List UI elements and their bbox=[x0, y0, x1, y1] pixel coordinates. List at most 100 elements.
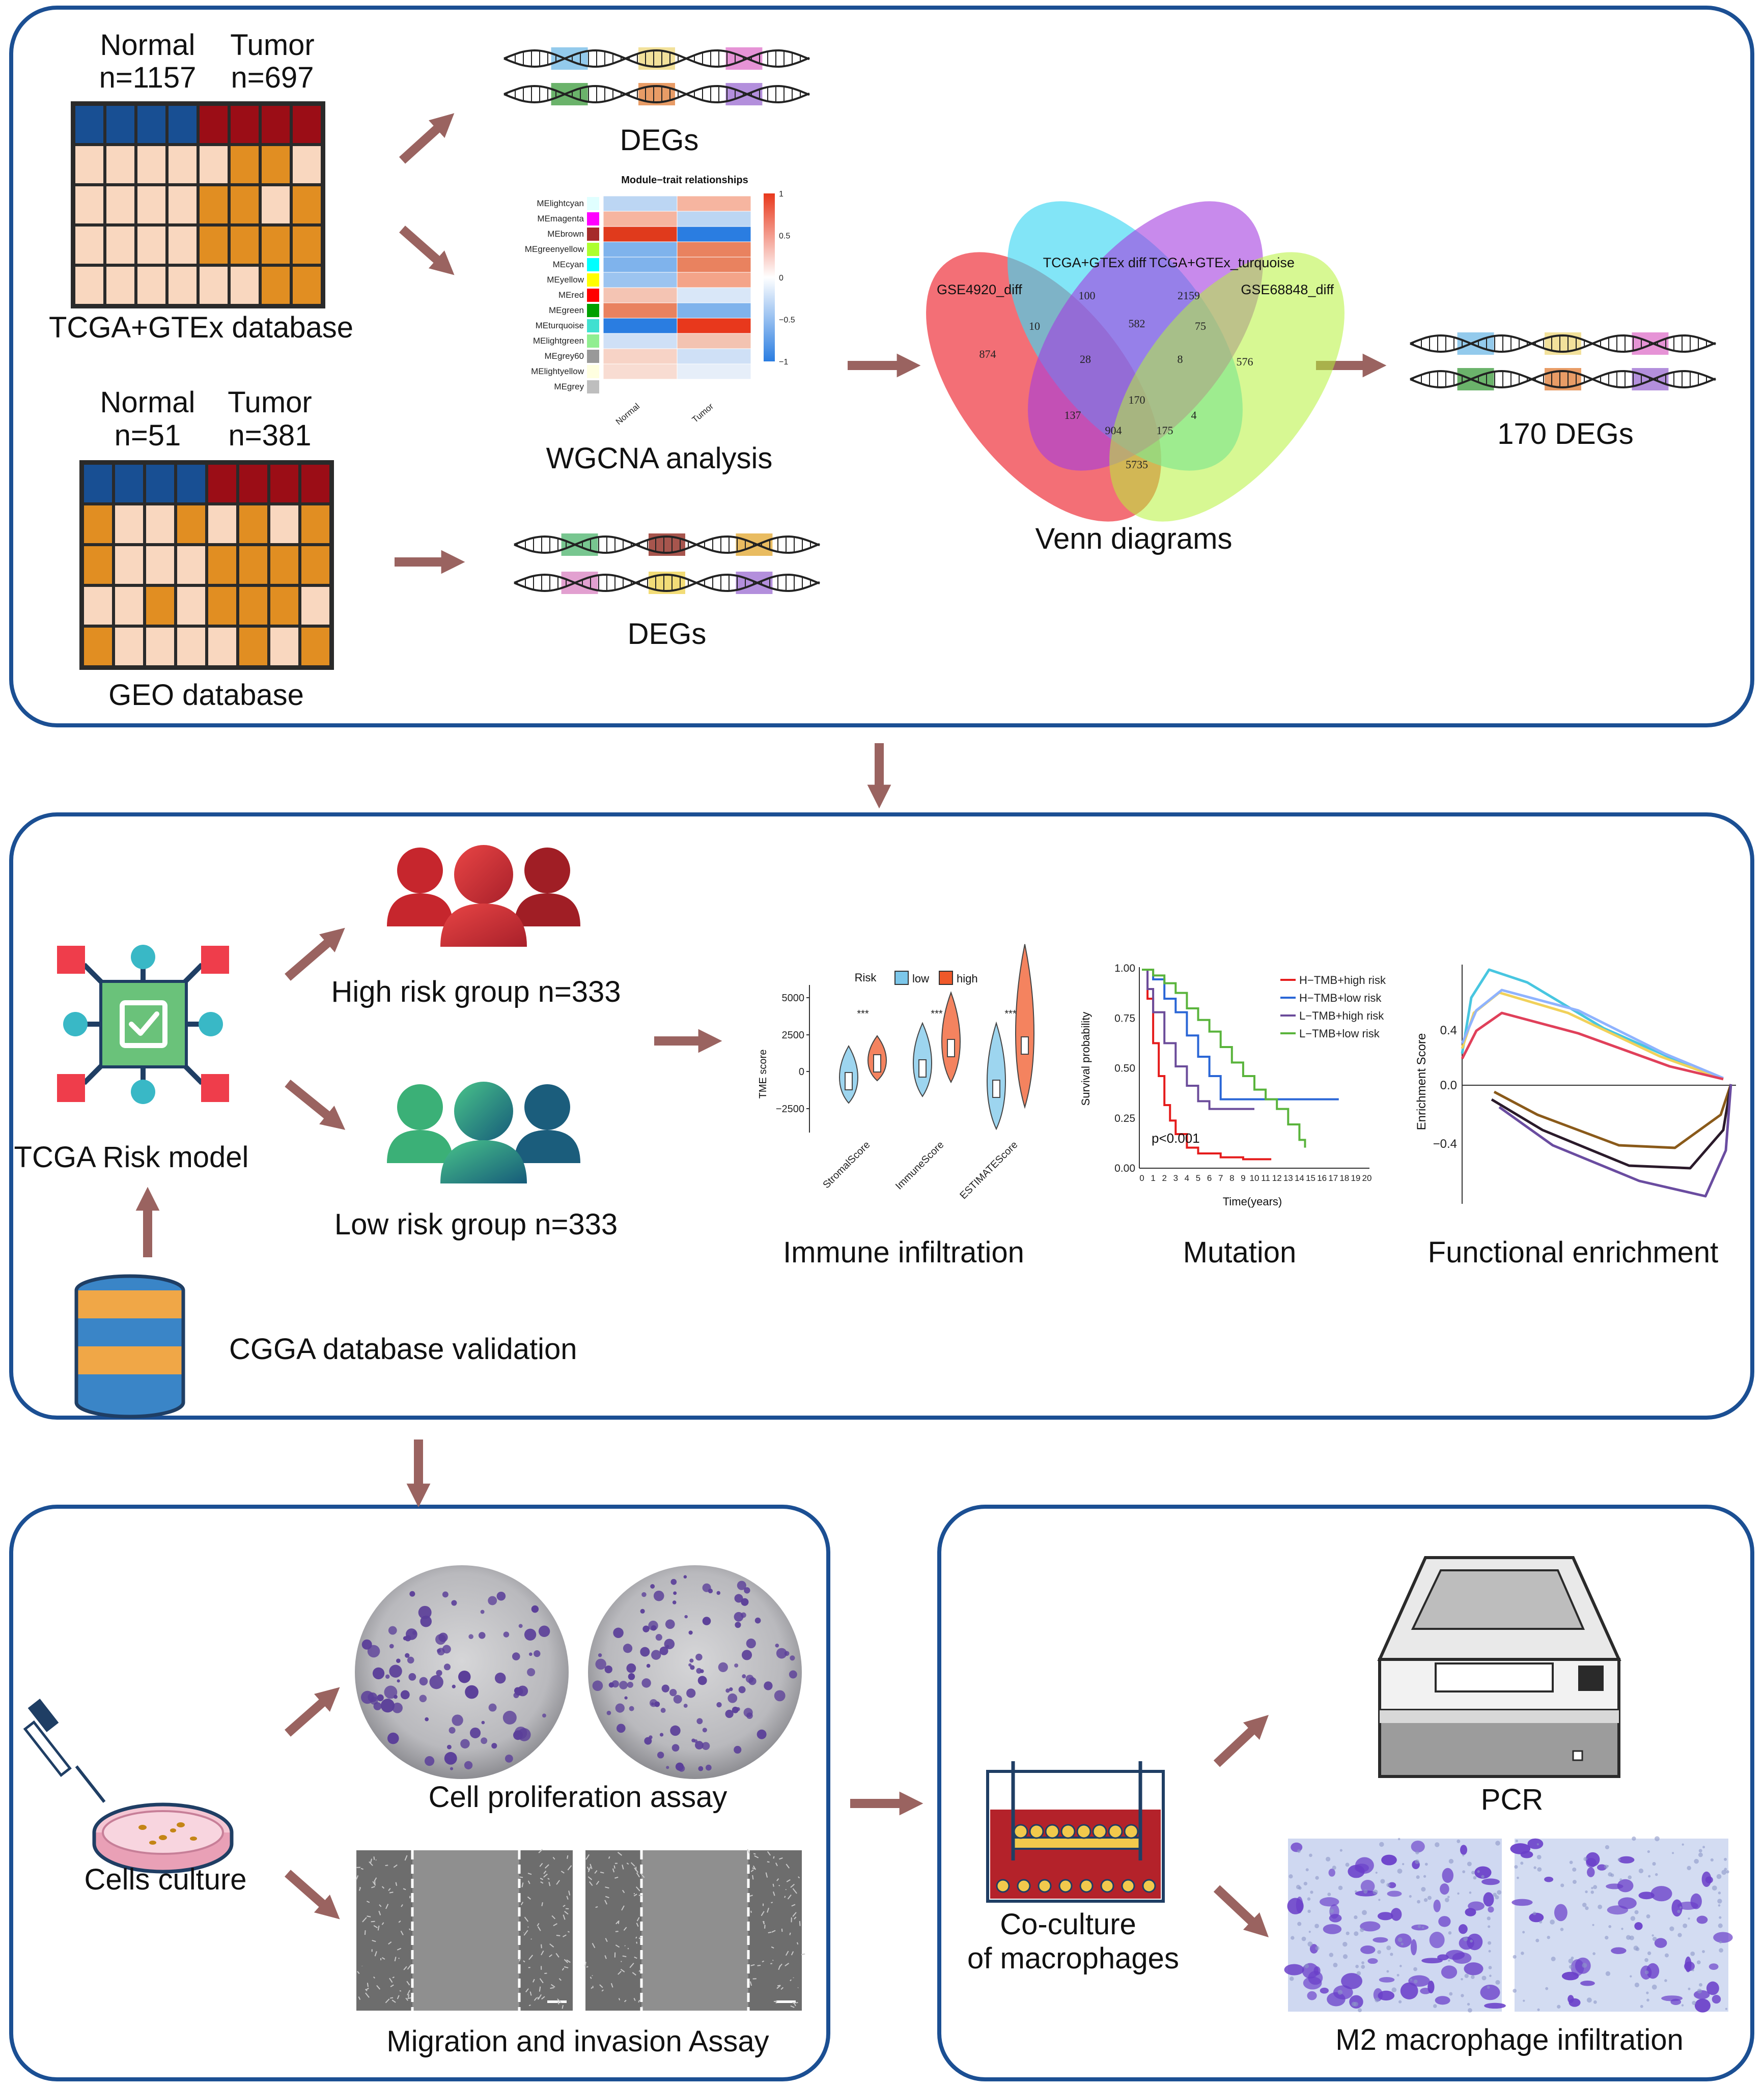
colony-dot bbox=[615, 1703, 625, 1713]
m2-membrane-pore bbox=[1289, 1874, 1293, 1879]
colony-dot bbox=[512, 1652, 520, 1660]
migration-cell-streak bbox=[548, 1882, 551, 1886]
m2-membrane-pore bbox=[1375, 1997, 1380, 2002]
venn-count: 75 bbox=[1195, 320, 1206, 332]
migration-cell-streak bbox=[590, 1977, 592, 1979]
migration-cell-streak bbox=[586, 1867, 590, 1871]
migration-cell-streak bbox=[638, 1999, 640, 2003]
dna-gene-segment bbox=[1632, 332, 1669, 355]
colony-dot bbox=[437, 1649, 441, 1653]
migration-cell-streak bbox=[377, 1925, 380, 1931]
migration-cell-streak bbox=[394, 1957, 397, 1962]
m2-membrane-pore bbox=[1698, 1852, 1703, 1857]
venn-count: 137 bbox=[1065, 409, 1081, 421]
wgcna-legend-tick: 0.5 bbox=[779, 232, 790, 241]
colony-dot bbox=[496, 1591, 506, 1601]
m2-membrane-pore bbox=[1697, 1988, 1702, 1994]
matrix-cell bbox=[270, 465, 298, 502]
m2-stained-cell bbox=[1607, 1905, 1629, 1915]
colony-dot bbox=[660, 1708, 666, 1713]
migration-cell-streak bbox=[776, 1985, 781, 1989]
matrix-cell bbox=[270, 546, 298, 584]
m2-membrane-pore bbox=[1495, 1841, 1500, 1846]
colony-dot bbox=[470, 1727, 481, 1738]
m2-membrane-pore bbox=[1391, 1987, 1397, 1993]
matrix-cell bbox=[208, 546, 236, 584]
colony-dot bbox=[683, 1575, 687, 1579]
m2-stained-cell bbox=[1307, 1991, 1317, 2000]
migration-cell-streak bbox=[391, 1999, 396, 2003]
migration-cell-streak bbox=[528, 1955, 534, 1960]
m2-membrane-pore bbox=[1632, 1836, 1636, 1841]
matrix-cell bbox=[146, 465, 174, 502]
m2-stained-cell bbox=[1561, 1971, 1579, 1981]
matrix-cell bbox=[177, 505, 205, 543]
tcga-expression-matrix bbox=[71, 101, 325, 308]
matrix-cell bbox=[169, 146, 197, 183]
m2-stained-cell bbox=[1377, 1912, 1393, 1921]
matrix-cell bbox=[231, 227, 259, 264]
migration-cell-streak bbox=[538, 1849, 543, 1853]
migration-cell-streak bbox=[534, 1997, 538, 2001]
m2-membrane-pore bbox=[1694, 1858, 1699, 1864]
wgcna-cell bbox=[677, 363, 751, 380]
colony-dot bbox=[409, 1591, 415, 1597]
m2-membrane-pore bbox=[1640, 2005, 1643, 2008]
enrichment-caption: Functional enrichment bbox=[1428, 1236, 1719, 1269]
matrix-cell bbox=[137, 186, 165, 223]
migration-cell-streak bbox=[376, 1985, 381, 1990]
migration-image-1 bbox=[356, 1850, 573, 2011]
dna-strand bbox=[1410, 334, 1716, 353]
m2-membrane-pore bbox=[1310, 1891, 1313, 1894]
m2-stained-cell bbox=[1654, 1938, 1667, 1948]
migration-cell-streak bbox=[617, 1852, 622, 1856]
migration-cell-streak bbox=[621, 1905, 625, 1911]
m2-stained-cell bbox=[1483, 1892, 1494, 1907]
degs-top-label: DEGs bbox=[620, 124, 699, 157]
migration-cell-streak bbox=[539, 1978, 544, 1984]
m2-stained-cell bbox=[1587, 1867, 1595, 1877]
m2-membrane-pore bbox=[1545, 1987, 1549, 1990]
colony-dot bbox=[361, 1639, 372, 1650]
migration-cell-streak bbox=[561, 1871, 565, 1874]
m2-membrane-pore bbox=[1307, 1897, 1311, 1901]
matrix-cell bbox=[301, 546, 329, 584]
degs-bottom-label: DEGs bbox=[628, 617, 707, 651]
migration-cell-streak bbox=[622, 1889, 625, 1894]
colony-dot bbox=[702, 1728, 707, 1733]
colony-dot bbox=[729, 1687, 733, 1691]
migration-cell-streak bbox=[592, 1943, 596, 1949]
m2-membrane-pore bbox=[1605, 1845, 1610, 1850]
m2-membrane-pore bbox=[1386, 1945, 1391, 1951]
migration-cell-streak bbox=[544, 1864, 549, 1869]
m2-stained-cell bbox=[1606, 1883, 1623, 1889]
colony-dot bbox=[465, 1685, 479, 1699]
matrix-cell bbox=[115, 505, 143, 543]
wgcna-module-label: MEturquoise bbox=[536, 321, 584, 330]
migration-cell-streak bbox=[404, 1855, 408, 1861]
m2-stained-cell bbox=[1694, 1998, 1711, 2013]
m2-membrane-pore bbox=[1683, 1923, 1688, 1928]
wgcna-cell bbox=[677, 379, 751, 395]
colony-dots bbox=[361, 1575, 797, 1772]
migration-cell-streak bbox=[371, 1886, 375, 1888]
migration-cell-streak bbox=[405, 1997, 408, 2001]
colony-dot bbox=[684, 1615, 688, 1619]
migration-cell-streak bbox=[403, 1888, 406, 1891]
colony-dot bbox=[513, 1730, 523, 1740]
migration-cell-streak bbox=[635, 1886, 640, 1892]
migration-cell-streak bbox=[372, 1940, 376, 1942]
m2-membrane-pore bbox=[1591, 1886, 1593, 1889]
m2-membrane-pore bbox=[1326, 1856, 1331, 1861]
m2-stained-cell bbox=[1388, 1882, 1396, 1888]
colony-dot bbox=[664, 1639, 675, 1650]
violin-low bbox=[987, 1021, 1006, 1131]
colony-dot bbox=[789, 1670, 797, 1679]
m2-membrane-pore bbox=[1493, 1893, 1497, 1897]
migration-cell-streak bbox=[604, 1955, 607, 1959]
migration-cell-streak bbox=[604, 1900, 608, 1905]
m2-membrane-pore bbox=[1628, 1875, 1632, 1879]
colony-dot bbox=[380, 1699, 395, 1713]
m2-membrane-pore bbox=[1354, 1931, 1359, 1936]
venn-count: 576 bbox=[1237, 355, 1253, 368]
